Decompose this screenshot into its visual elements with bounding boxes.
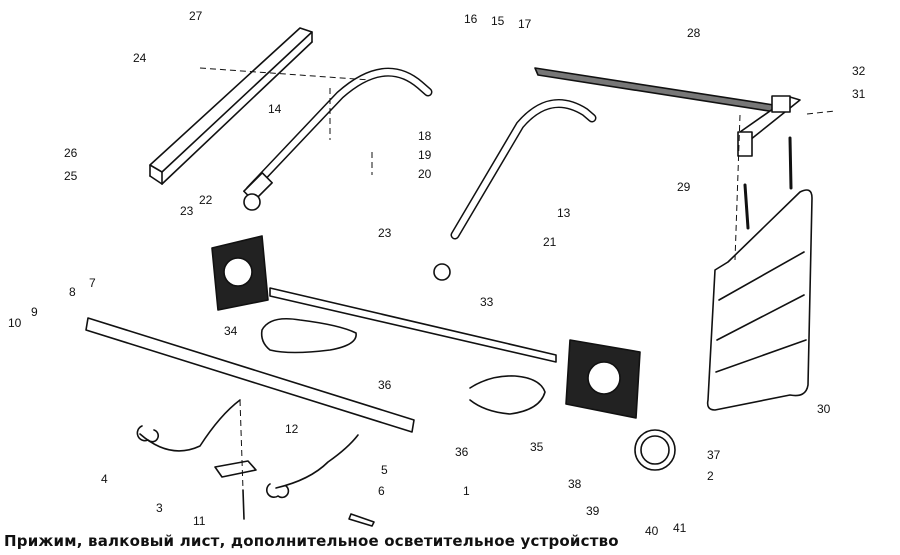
callout-32: 32 <box>852 64 866 78</box>
callout-37: 37 <box>707 448 721 462</box>
callout-40: 40 <box>645 524 659 538</box>
callout-16: 16 <box>464 12 478 26</box>
callout-41: 41 <box>673 521 687 535</box>
callout-15: 15 <box>491 14 505 28</box>
callout-38: 38 <box>568 477 582 491</box>
callout-7: 7 <box>89 276 96 290</box>
part-5-spring-bar <box>266 434 359 499</box>
part-1-perforated-bar <box>85 317 415 433</box>
callout-36-lower: 36 <box>455 445 469 459</box>
callout-8: 8 <box>69 285 76 299</box>
part-37-meter <box>634 429 676 471</box>
part-11-bolt <box>242 489 245 520</box>
part-34-harness <box>260 317 357 354</box>
callout-5: 5 <box>381 463 388 477</box>
left-lamp-housing <box>211 235 269 311</box>
exploded-parts-diagram: 1 2 3 4 5 6 7 8 9 10 11 12 13 14 15 16 1… <box>8 9 866 538</box>
part-6-pin <box>348 513 375 527</box>
callout-34: 34 <box>224 324 238 338</box>
callout-9: 9 <box>31 305 38 319</box>
callout-13: 13 <box>557 206 571 220</box>
callout-22: 22 <box>199 193 213 207</box>
part-29-links <box>743 136 793 230</box>
callout-36-upper: 36 <box>378 378 392 392</box>
callout-6: 6 <box>378 484 385 498</box>
callout-28: 28 <box>687 26 701 40</box>
part-13-curved-arm <box>433 99 597 281</box>
callout-20: 20 <box>418 167 432 181</box>
callout-24: 24 <box>133 51 147 65</box>
callout-25: 25 <box>64 169 78 183</box>
callout-31: 31 <box>852 87 866 101</box>
callout-29: 29 <box>677 180 691 194</box>
callout-3: 3 <box>156 501 163 515</box>
right-lamp-housing <box>565 339 641 419</box>
callout-27: 27 <box>189 9 203 23</box>
part-35-harness <box>469 375 546 415</box>
callout-14: 14 <box>268 102 282 116</box>
callout-26: 26 <box>64 146 78 160</box>
part-28-threaded-rod <box>534 67 801 157</box>
callout-12: 12 <box>285 422 299 436</box>
callout-4: 4 <box>101 472 108 486</box>
callout-23-right: 23 <box>378 226 392 240</box>
callout-33: 33 <box>480 295 494 309</box>
callout-17: 17 <box>518 17 532 31</box>
part-24-channel-bar <box>149 27 313 185</box>
part-14-curved-arm <box>243 67 433 211</box>
callout-30: 30 <box>817 402 831 416</box>
callout-23-left: 23 <box>180 204 194 218</box>
callout-18: 18 <box>418 129 432 143</box>
part-33-rod <box>269 287 557 363</box>
callout-35: 35 <box>530 440 544 454</box>
callout-11: 11 <box>193 514 206 528</box>
callout-39: 39 <box>586 504 600 518</box>
callout-21: 21 <box>543 235 557 249</box>
callout-1: 1 <box>463 484 470 498</box>
part-30-frame <box>706 189 813 411</box>
assembly-guide-lines <box>199 67 836 491</box>
part-4-spring-bar <box>136 399 241 452</box>
figure-caption: Прижим, валковый лист, дополнительное ос… <box>4 532 619 550</box>
callout-19: 19 <box>418 148 432 162</box>
callout-2: 2 <box>707 469 714 483</box>
callout-labels: 1 2 3 4 5 6 7 8 9 10 11 12 13 14 15 16 1… <box>8 9 866 538</box>
part-3-bracket-plate <box>214 460 257 478</box>
callout-10: 10 <box>8 316 22 330</box>
